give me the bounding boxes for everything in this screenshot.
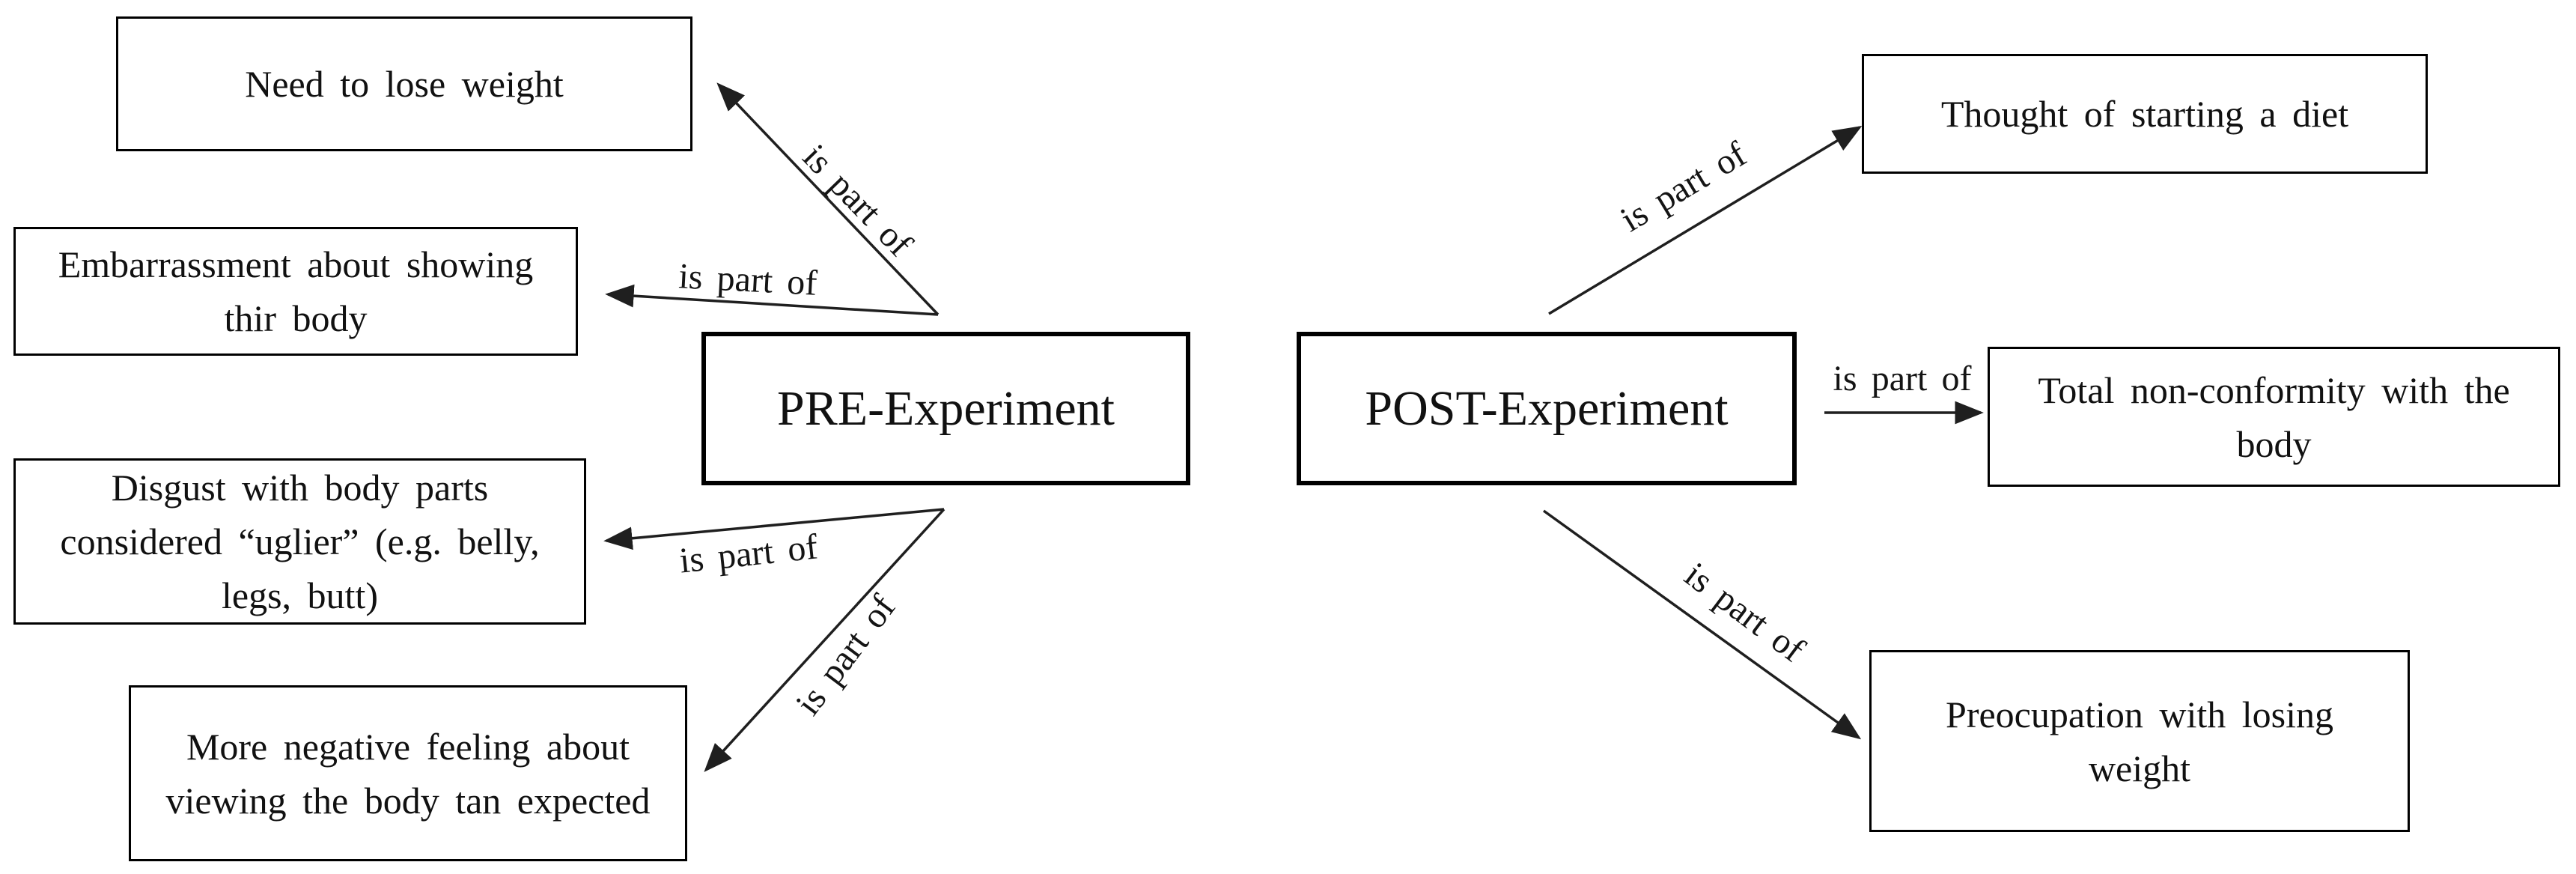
edge-label-post-total-non-conformity: is part of (1833, 359, 1972, 398)
node-embarrassment: Embarrassment about showing thir body (13, 227, 578, 356)
arrow-pre-to-embarrassment (605, 284, 939, 316)
arrow-post-to-preocupation (1542, 509, 1862, 740)
node-label: Total non-conformity with the body (2038, 368, 2510, 465)
arrow-pre-to-disgust (603, 508, 945, 550)
node-total-non-conformity: Total non-conformity with the body (1988, 347, 2560, 487)
node-label: Preocupation with losing weight (1946, 693, 2333, 789)
node-label: PRE-Experiment (777, 380, 1115, 436)
edge-label-pre-embarrassment: is part of (678, 256, 818, 303)
node-label: Thought of starting a diet (1940, 93, 2349, 135)
node-more-negative-feeling: More negative feeling about viewing the … (129, 685, 687, 861)
node-preocupation-losing-weight: Preocupation with losing weight (1869, 650, 2410, 832)
node-pre-experiment: PRE-Experiment (701, 332, 1190, 485)
node-post-experiment: POST-Experiment (1297, 332, 1797, 485)
node-label: Embarrassment about showing thir body (58, 243, 534, 339)
node-need-to-lose-weight: Need to lose weight (116, 16, 692, 151)
node-label: Disgust with body parts considered “ugli… (60, 467, 540, 616)
arrow-post-to-thought-of-diet (1548, 126, 1863, 315)
node-thought-of-starting-diet: Thought of starting a diet (1862, 54, 2428, 174)
node-label: POST-Experiment (1365, 380, 1729, 436)
node-label: More negative feeling about viewing the … (165, 725, 651, 822)
arrow-pre-to-need-to-lose-weight (716, 82, 940, 316)
node-disgust-body-parts: Disgust with body parts considered “ugli… (13, 458, 586, 625)
node-label: Need to lose weight (245, 63, 564, 105)
arrow-pre-to-more-negative-feeling (704, 508, 946, 772)
